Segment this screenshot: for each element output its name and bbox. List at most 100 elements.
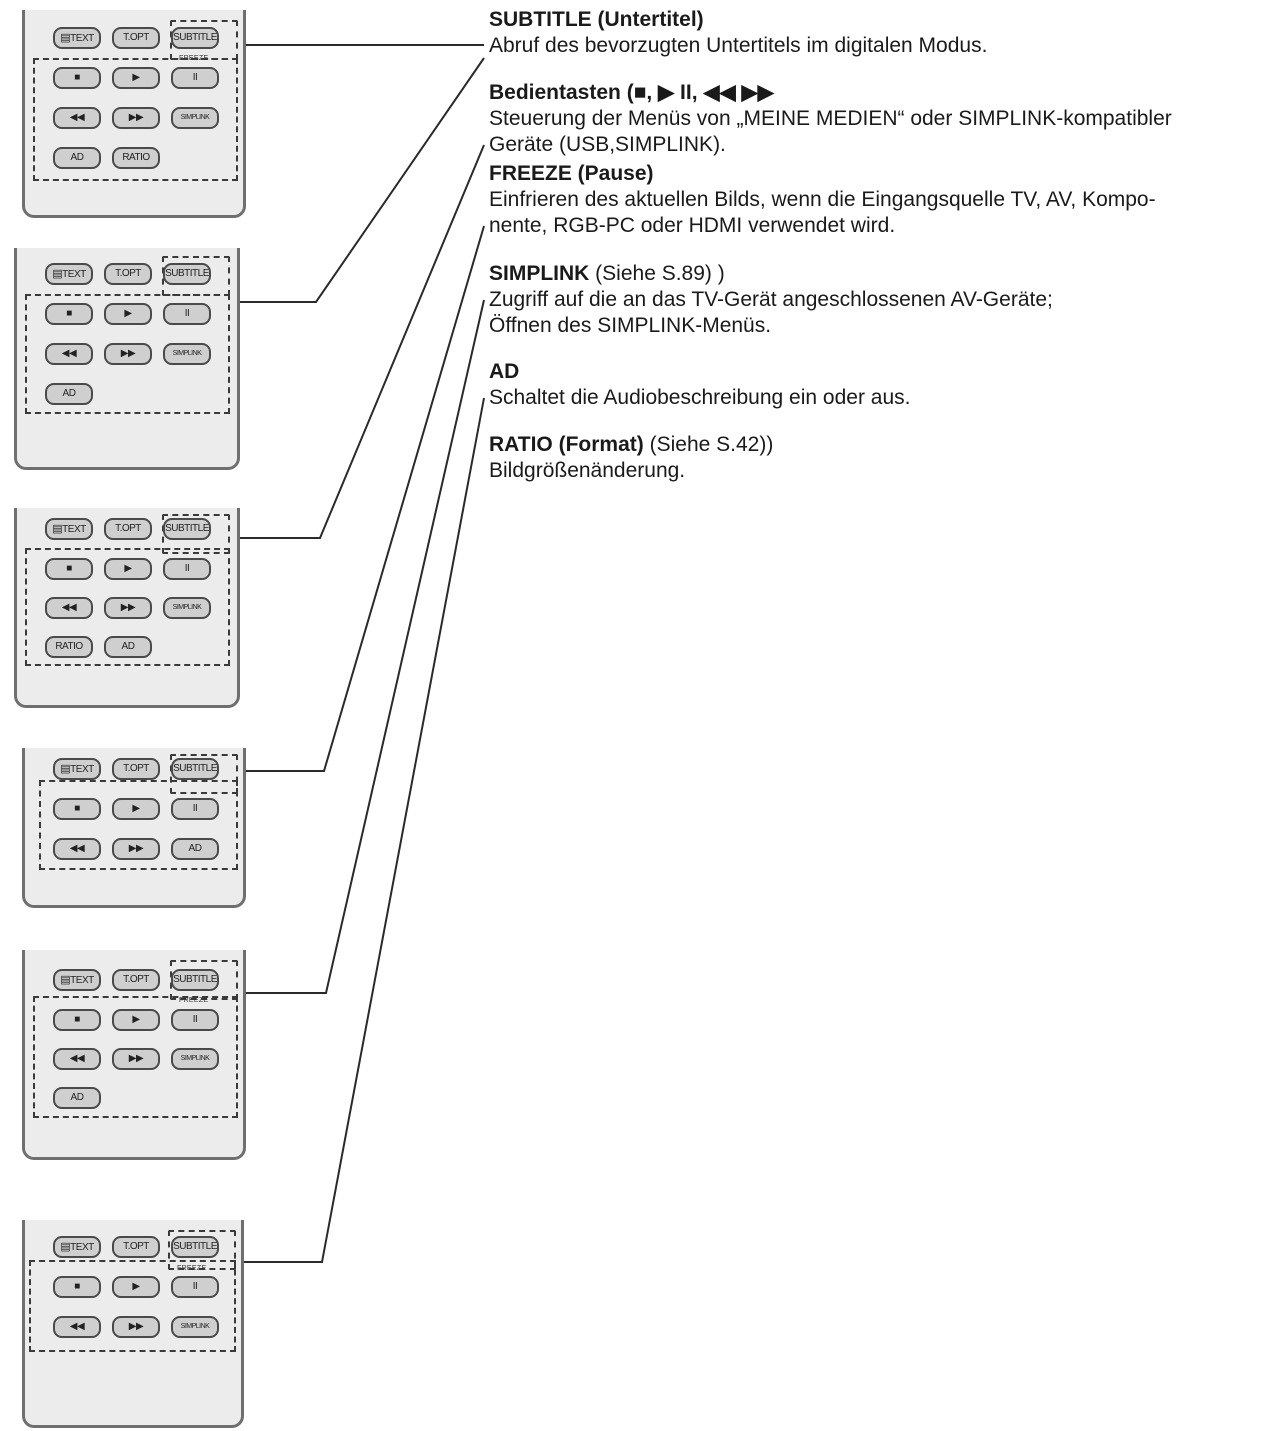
play-button: ▶: [112, 1276, 160, 1298]
entry-line: Öffnen des SIMPLINK-Menüs.: [489, 314, 772, 337]
topt-button: T.OPT: [112, 1236, 160, 1258]
simplink-button: SIMPLINK: [163, 343, 211, 365]
entry-control-keys: Bedientasten (■, ▶ II, ◀◀ ▶▶ Steuerung d…: [489, 80, 1269, 158]
entry-title: AD: [489, 360, 520, 383]
teletext-icon: ▤: [60, 32, 71, 44]
remote-illustration-2: ▤TEXT T.OPT SUBTITLE ■ ▶ II ◀◀ ▶▶ SIMPLI…: [14, 248, 240, 470]
play-button: ▶: [112, 1009, 160, 1031]
pause-button: II: [163, 303, 211, 325]
fastforward-button: ▶▶: [112, 838, 160, 860]
remote-illustration-5: ▤TEXT T.OPT SUBTITLE FREEZE ■ ▶ II ◀◀ ▶▶…: [22, 950, 246, 1160]
entry-line: Bildgrößenänderung.: [489, 459, 686, 482]
subtitle-button: SUBTITLE: [171, 758, 219, 780]
text-button: ▤TEXT: [53, 969, 101, 991]
remote-illustration-4: ▤TEXT T.OPT SUBTITLE ■ ▶ II ◀◀ ▶▶ AD: [22, 748, 246, 908]
stop-button: ■: [45, 303, 93, 325]
simplink-button: SIMPLINK: [171, 1048, 219, 1070]
simplink-button: SIMPLINK: [163, 597, 211, 619]
ad-button: AD: [53, 1087, 101, 1109]
subtitle-button: SUBTITLE: [171, 969, 219, 991]
connector-line-2: [232, 57, 485, 303]
pause-button: II: [171, 1276, 219, 1298]
pause-button: II: [171, 1009, 219, 1031]
remote-illustration-1: ▤TEXT T.OPT SUBTITLE FREEZE ■ ▶ II ◀◀ ▶▶…: [22, 10, 246, 218]
text-button: ▤TEXT: [53, 1236, 101, 1258]
entry-ratio: RATIO (Format) (Siehe S.42)) Bildgrößenä…: [489, 432, 1269, 484]
pause-button: II: [171, 67, 219, 89]
entry-title: SUBTITLE (Untertitel): [489, 8, 704, 31]
freeze-label: FREEZE: [179, 55, 209, 62]
freeze-label: FREEZE: [177, 1265, 207, 1272]
play-button: ▶: [112, 67, 160, 89]
topt-button: T.OPT: [112, 969, 160, 991]
teletext-icon: ▤: [52, 523, 63, 535]
entry-line: Schaltet die Audiobeschreibung ein oder …: [489, 386, 911, 409]
subtitle-button: SUBTITLE: [171, 1236, 219, 1258]
simplink-button: SIMPLINK: [171, 107, 219, 129]
entry-title: SIMPLINK (Siehe S.89) ): [489, 262, 725, 285]
simplink-button: SIMPLINK: [171, 1316, 219, 1338]
stop-button: ■: [53, 1009, 101, 1031]
play-button: ▶: [112, 798, 160, 820]
teletext-icon: ▤: [52, 268, 63, 280]
entry-line: nente, RGB-PC oder HDMI verwendet wird.: [489, 214, 896, 237]
play-button: ▶: [104, 303, 152, 325]
ad-button: AD: [104, 636, 152, 658]
pause-button: II: [163, 558, 211, 580]
teletext-icon: ▤: [60, 1241, 71, 1253]
subtitle-button: SUBTITLE: [163, 518, 211, 540]
text-button: ▤TEXT: [45, 263, 93, 285]
text-button: ▤TEXT: [53, 758, 101, 780]
freeze-label: FREEZE: [179, 997, 209, 1004]
topt-button: T.OPT: [104, 518, 152, 540]
topt-button: T.OPT: [104, 263, 152, 285]
connector-line-6: [240, 397, 485, 1263]
entry-simplink: SIMPLINK (Siehe S.89) ) Zugriff auf die …: [489, 261, 1269, 339]
entry-freeze: FREEZE (Pause) Einfrieren des aktuellen …: [489, 161, 1269, 239]
rewind-button: ◀◀: [45, 343, 93, 365]
fastforward-button: ▶▶: [112, 1048, 160, 1070]
ad-button: AD: [53, 147, 101, 169]
entry-title: FREEZE (Pause): [489, 162, 654, 185]
text-button: ▤TEXT: [45, 518, 93, 540]
ad-button: AD: [171, 838, 219, 860]
subtitle-button: SUBTITLE: [163, 263, 211, 285]
rewind-button: ◀◀: [53, 838, 101, 860]
pause-button: II: [171, 798, 219, 820]
rewind-button: ◀◀: [53, 1048, 101, 1070]
fastforward-button: ▶▶: [112, 107, 160, 129]
ad-button: AD: [45, 383, 93, 405]
topt-button: T.OPT: [112, 27, 160, 49]
entry-line: Einfrieren des aktuellen Bilds, wenn die…: [489, 188, 1156, 211]
fastforward-button: ▶▶: [112, 1316, 160, 1338]
rewind-button: ◀◀: [53, 1316, 101, 1338]
rewind-button: ◀◀: [45, 597, 93, 619]
teletext-icon: ▤: [60, 763, 71, 775]
fastforward-button: ▶▶: [104, 343, 152, 365]
subtitle-button: SUBTITLE: [171, 27, 219, 49]
remote-illustration-6: ▤TEXT T.OPT SUBTITLE FREEZE ■ ▶ II ◀◀ ▶▶…: [22, 1220, 244, 1428]
teletext-icon: ▤: [60, 974, 71, 986]
ratio-button: RATIO: [45, 636, 93, 658]
stop-button: ■: [45, 558, 93, 580]
play-button: ▶: [104, 558, 152, 580]
rewind-button: ◀◀: [53, 107, 101, 129]
remote-illustration-3: ▤TEXT T.OPT SUBTITLE ■ ▶ II ◀◀ ▶▶ SIMPLI…: [14, 508, 240, 708]
entry-ad: AD Schaltet die Audiobeschreibung ein od…: [489, 359, 1269, 411]
ratio-button: RATIO: [112, 147, 160, 169]
entry-title: RATIO (Format) (Siehe S.42)): [489, 433, 774, 456]
connector-line-5: [240, 299, 485, 994]
entry-subtitle: SUBTITLE (Untertitel) Abruf des bevorzug…: [489, 7, 1269, 59]
topt-button: T.OPT: [112, 758, 160, 780]
stop-button: ■: [53, 67, 101, 89]
entry-line: Geräte (USB,SIMPLINK).: [489, 133, 726, 156]
entry-line: Zugriff auf die an das TV-Gerät angeschl…: [489, 288, 1053, 311]
stop-button: ■: [53, 798, 101, 820]
fastforward-button: ▶▶: [104, 597, 152, 619]
connector-line-4: [240, 225, 485, 772]
text-button: ▤TEXT: [53, 27, 101, 49]
entry-line: Abruf des bevorzugten Untertitels im dig…: [489, 34, 988, 57]
stop-button: ■: [53, 1276, 101, 1298]
connector-line-3: [232, 144, 485, 539]
entry-title: Bedientasten (■, ▶ II, ◀◀ ▶▶: [489, 81, 774, 104]
